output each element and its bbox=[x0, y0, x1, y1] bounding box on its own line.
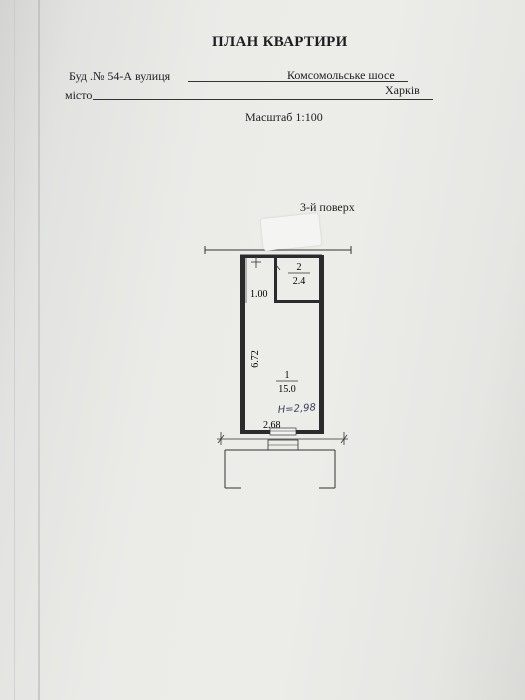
city-underline bbox=[93, 99, 433, 100]
bath-depth-dimension: 1.00 bbox=[250, 289, 268, 300]
top-wall bbox=[240, 255, 324, 258]
bathroom-bottom-wall bbox=[277, 300, 319, 303]
bathroom-wall bbox=[274, 258, 277, 303]
city-label: місто bbox=[65, 88, 93, 102]
ceiling-height-note: H=2,98 bbox=[277, 402, 316, 416]
width-dimension: 2.68 bbox=[263, 420, 281, 431]
left-wall bbox=[240, 255, 245, 433]
room-2-number: 2 bbox=[297, 262, 302, 273]
street-value: Комсомольське шосе bbox=[287, 68, 395, 82]
page-fold bbox=[38, 0, 40, 700]
room-1-area: 15.0 bbox=[278, 384, 296, 395]
length-dimension: 6.72 bbox=[250, 350, 261, 368]
floor-label: 3-й поверх bbox=[300, 200, 355, 214]
building-number-label: Буд .№ 54-А вулиця bbox=[69, 69, 171, 83]
right-wall bbox=[319, 255, 324, 433]
city-value: Харків bbox=[385, 83, 420, 97]
street-underline-2 bbox=[284, 81, 408, 82]
room-2-area: 2.4 bbox=[293, 276, 306, 287]
document-title: ПЛАН КВАРТИРИ bbox=[212, 34, 348, 50]
scale-label: Масштаб 1:100 bbox=[245, 110, 323, 124]
balcony-door bbox=[269, 427, 297, 436]
street-underline bbox=[188, 81, 284, 82]
room-1-number: 1 bbox=[285, 370, 290, 381]
paper-scrap bbox=[260, 213, 322, 251]
page-edge bbox=[14, 0, 15, 700]
